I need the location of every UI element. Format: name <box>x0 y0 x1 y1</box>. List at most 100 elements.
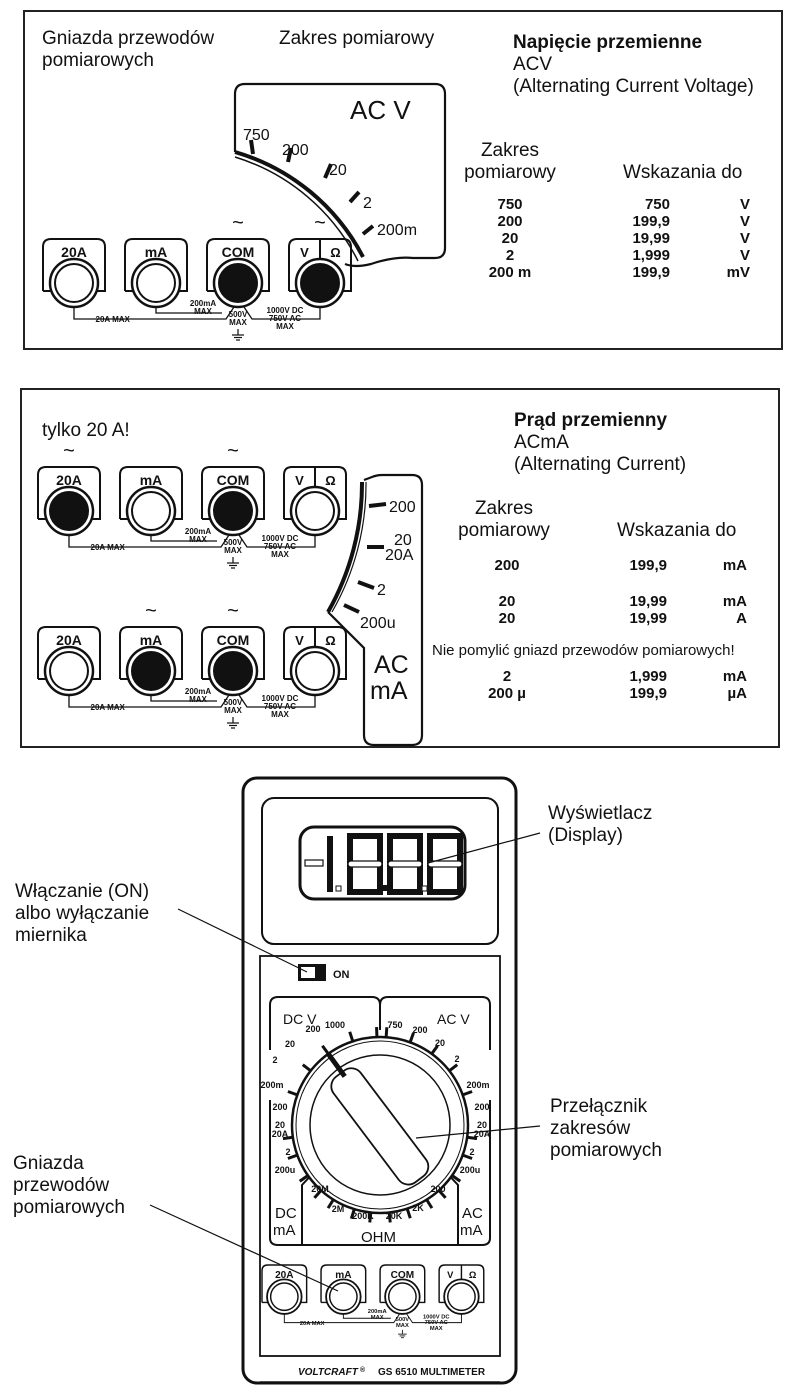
acv-tick-label: 2 <box>363 195 372 212</box>
socket-com[interactable]: COM <box>379 1264 426 1315</box>
socket-rating-label: 1000V DC <box>267 306 304 315</box>
header-line: Zakres <box>474 498 534 519</box>
selector-range-label: 200 <box>272 1102 287 1112</box>
socket-com[interactable]: COM~ <box>201 600 265 697</box>
selector-tick <box>287 1153 298 1160</box>
socket-20a[interactable]: 20A <box>37 626 101 697</box>
range-cell: 20 <box>498 610 516 627</box>
socket-hole <box>328 1282 358 1312</box>
socket-hole <box>295 491 335 531</box>
socket-rating-label: MAX <box>396 1323 409 1329</box>
selector-range-label: 2K <box>412 1203 424 1213</box>
callout-power: Włączanie (ON) albo wyłączanie miernika <box>15 881 149 947</box>
acma-subtitle-long: (Alternating Current) <box>514 454 687 475</box>
socket-ma[interactable]: mA~ <box>119 600 183 697</box>
acma-tick-label: 200u <box>360 615 396 632</box>
selector-range-label: 200 <box>474 1102 489 1112</box>
socket-label: Ω <box>469 1270 477 1280</box>
header-line: Zakres <box>480 140 540 161</box>
unit-cell: V <box>739 196 750 213</box>
range-cell: 2 <box>502 668 512 685</box>
socket-rating-label: MAX <box>224 706 242 715</box>
socket-rating-label: MAX <box>189 535 207 544</box>
socket-label: mA <box>335 1270 352 1281</box>
range-caption: Zakres pomiarowy <box>279 28 435 49</box>
acv-dial-segment: AC V 750 200 20 2 200m <box>233 82 447 268</box>
section-label-dcma: mA <box>273 1222 296 1239</box>
range-cell: 750 <box>497 196 523 213</box>
callout-line: zakresów <box>550 1118 631 1139</box>
callout-sockets: Gniazda przewodów pomiarowych <box>13 1153 125 1219</box>
acma-tick-label: 200 <box>389 499 416 516</box>
socket-com[interactable]: COM~ <box>201 440 265 537</box>
reading-cell: 19,99 <box>629 610 667 627</box>
socket-20a[interactable]: 20A~ <box>37 440 101 537</box>
socket-active-marker <box>218 263 258 303</box>
socket-rating-label: 1000V DC <box>262 534 299 543</box>
selector-tick <box>384 1027 389 1038</box>
unit-cell: mA <box>722 557 747 574</box>
socket-ma[interactable]: mA <box>124 238 188 309</box>
socket-rating-label: 500V <box>224 698 243 707</box>
section-label-acma: mA <box>460 1222 483 1239</box>
unit-cell: mV <box>726 264 750 281</box>
ac-tilde-icon: ~ <box>63 440 75 462</box>
callout-line: przewodów <box>13 1175 110 1196</box>
section-label-dcma: DC <box>275 1205 297 1222</box>
socket-20a[interactable]: 20A <box>261 1264 308 1315</box>
socket-label: mA <box>140 632 163 648</box>
socket-hole <box>49 651 89 691</box>
acma-dial-label: mA <box>370 677 408 705</box>
selector-tick <box>430 1044 439 1055</box>
acma-dial-outline <box>327 473 424 747</box>
socket-hole <box>447 1282 476 1312</box>
acma-dial-label: AC <box>374 651 409 679</box>
ground-icon <box>227 717 239 729</box>
socket-rating-label: MAX <box>430 1326 443 1332</box>
range-selector[interactable] <box>290 1035 470 1215</box>
socket-rating-label: 200mA <box>185 687 211 696</box>
selector-range-label: 20 <box>285 1039 295 1049</box>
socket-active-marker <box>213 491 253 531</box>
selector-range-label: 2M <box>332 1204 345 1214</box>
socket-20a[interactable]: 20A <box>42 238 106 309</box>
section-acma <box>441 1100 491 1246</box>
ac-tilde-icon: ~ <box>232 212 244 234</box>
reading-cell: 199,9 <box>632 213 670 230</box>
socket-active-marker <box>213 651 253 691</box>
selector-range-label: 200 <box>430 1184 445 1194</box>
selector-range-label: 200m <box>260 1080 283 1090</box>
socket-ma[interactable]: mA <box>119 466 183 537</box>
socket-rating-label: MAX <box>271 710 289 719</box>
callout-line: pomiarowych <box>550 1140 662 1161</box>
socket-label: COM <box>391 1270 415 1281</box>
acv-tick-label: 20 <box>329 162 347 179</box>
lcd-digit-8 <box>347 833 383 895</box>
socket-active-marker <box>49 491 89 531</box>
socket-label: Ω <box>325 633 335 648</box>
socket-label: Ω <box>330 245 340 260</box>
socket-ma[interactable]: mA <box>320 1264 367 1315</box>
socket-rating-label: 500V <box>229 310 248 319</box>
selector-tick <box>425 1198 434 1209</box>
socket-rating-label: 200mA <box>185 527 211 536</box>
callout-display: Wyświetlacz (Display) <box>548 803 652 847</box>
callout-line-display <box>427 832 541 864</box>
selector-range-label: 1000 <box>325 1020 345 1030</box>
panel-acv: Gniazda przewodów pomiarowych Zakres pom… <box>23 10 783 350</box>
socket-rating-label: 20A MAX <box>91 543 126 552</box>
callout-line: Włączanie (ON) <box>15 881 150 902</box>
acv-title: Napięcie przemienne <box>513 32 703 53</box>
socket-rating-label: 750V AC <box>425 1320 448 1326</box>
socket-com[interactable]: COM~ <box>206 212 270 309</box>
acma-table-header-range: Zakres pomiarowy <box>449 498 559 542</box>
